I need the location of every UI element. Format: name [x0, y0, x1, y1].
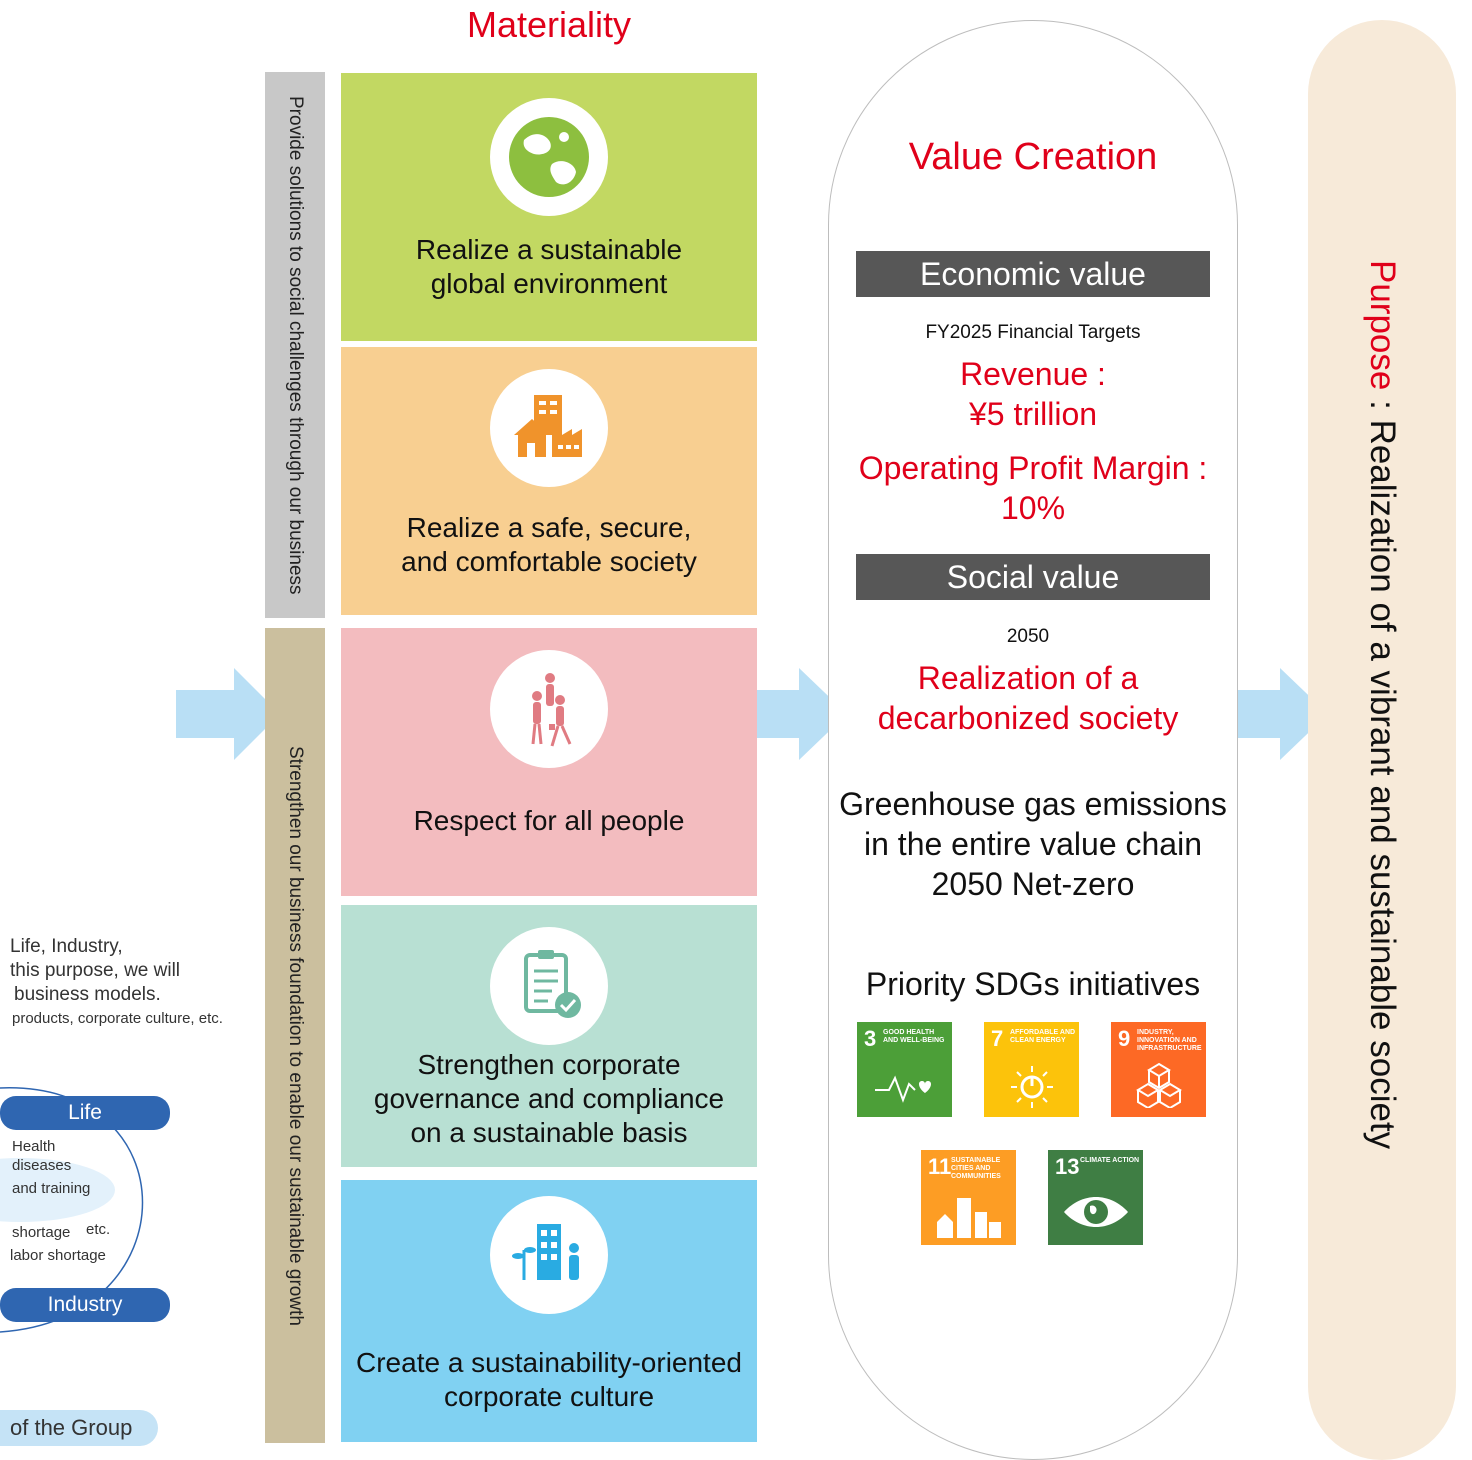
materiality-label: Realize a safe, secure,: [406, 512, 692, 543]
sdg-label: CLIMATE ACTION: [1080, 1157, 1140, 1164]
sdg-11-tile: 11 SUSTAINABLE CITIES AND COMMUNITIES: [921, 1150, 1016, 1245]
social-value-header: Social value: [856, 554, 1210, 600]
materiality-label: governance and compliance: [373, 1083, 725, 1114]
value-creation-title: Value Creation: [908, 136, 1158, 178]
sdg-label: AFFORDABLE AND CLEAN ENERGY: [1010, 1029, 1076, 1044]
left-small-text: products, corporate culture, etc.: [12, 1010, 223, 1027]
life-item: and training: [12, 1180, 91, 1197]
sdg-label: GOOD HEALTH AND WELL-BEING: [883, 1029, 945, 1044]
revenue-value: ¥5 trillion: [968, 396, 1098, 432]
sdg-label: INDUSTRY, INNOVATION AND INFRASTRUCTURE: [1137, 1029, 1202, 1052]
materiality-item: Strengthen corporate governance and comp…: [341, 905, 757, 1167]
materiality-label: Respect for all people: [413, 805, 685, 836]
arrow-right-icon: [176, 668, 280, 760]
purpose-separator: :: [1363, 390, 1402, 420]
checklist-icon: [490, 927, 608, 1045]
ghg-line: 2050 Net-zero: [931, 866, 1135, 902]
life-item: etc.: [86, 1221, 111, 1238]
life-item: labor shortage: [10, 1247, 106, 1264]
sdg-number: 13: [1055, 1154, 1080, 1179]
materiality-label: global environment: [430, 268, 668, 299]
decarb-line: decarbonized society: [877, 700, 1179, 736]
materiality-item: Create a sustainability-oriented corpora…: [341, 1180, 757, 1442]
life-item: Health: [12, 1138, 56, 1155]
sdg-title: Priority SDGs initiatives: [865, 966, 1201, 1002]
left-text-line: business models.: [14, 984, 161, 1005]
year-label: 2050: [1006, 626, 1050, 647]
margin-value: 10%: [1000, 490, 1066, 526]
value-creation-panel: [828, 20, 1238, 1460]
globe-icon: [490, 98, 608, 216]
arrow-right-icon: [1218, 668, 1328, 760]
sdg-number: 9: [1118, 1026, 1131, 1051]
decarbonization-goal: Realization of a decarbonized society: [828, 658, 1228, 738]
materiality-label: Strengthen corporate: [417, 1049, 681, 1080]
margin-label: Operating Profit Margin :: [858, 450, 1208, 486]
life-item: shortage: [12, 1224, 71, 1241]
revenue-target: Revenue : ¥5 trillion: [828, 354, 1238, 434]
economic-value-header: Economic value: [856, 251, 1210, 297]
materiality-label: Realize a sustainable: [415, 234, 683, 265]
materiality-label: Create a sustainability-oriented: [356, 1347, 742, 1378]
group-label: of the Group: [0, 1410, 158, 1446]
left-text-line: this purpose, we will: [10, 960, 181, 981]
building-plant-icon: [490, 1196, 608, 1314]
pill-life: Life: [0, 1096, 170, 1130]
materiality-item: Realize a sustainable global environment: [341, 73, 757, 341]
arrow-right-icon: [739, 668, 847, 760]
category-bar-bottom: Strengthen our business foundation to en…: [265, 628, 325, 1443]
sdg-9-tile: 9 INDUSTRY, INNOVATION AND INFRASTRUCTUR…: [1111, 1022, 1206, 1117]
margin-target: Operating Profit Margin : 10%: [828, 448, 1238, 528]
house-factory-icon: [490, 369, 608, 487]
sdg-13-tile: 13 CLIMATE ACTION: [1048, 1150, 1143, 1245]
materiality-item: Respect for all people: [341, 628, 757, 896]
sdg-3-tile: 3 GOOD HEALTH AND WELL-BEING: [857, 1022, 952, 1117]
materiality-title: Materiality: [466, 4, 632, 45]
materiality-label: and comfortable society: [401, 546, 697, 577]
city-icon: [937, 1198, 1001, 1238]
cubes-icon: [1136, 1062, 1182, 1108]
category-label: Provide solutions to social challenges t…: [285, 95, 306, 595]
purpose-panel: Purpose : Realization of a vibrant and s…: [1308, 20, 1456, 1460]
sdg-label: SUSTAINABLE CITIES AND COMMUNITIES: [951, 1157, 1001, 1180]
pill-industry: Industry: [0, 1288, 170, 1322]
sdg-number: 3: [864, 1026, 877, 1051]
sdg-number: 7: [991, 1026, 1004, 1051]
decarb-line: Realization of a: [917, 660, 1139, 696]
materiality-label: corporate culture: [443, 1381, 655, 1412]
eye-globe-icon: [1064, 1197, 1128, 1227]
left-text-line: Life, Industry,: [10, 936, 123, 957]
sdg-number: 11: [928, 1154, 952, 1179]
heartbeat-icon: [875, 1075, 931, 1103]
ghg-goal: Greenhouse gas emissions in the entire v…: [828, 784, 1238, 904]
ghg-line: in the entire value chain: [864, 826, 1202, 862]
revenue-label: Revenue :: [960, 356, 1106, 392]
category-bar-top: Provide solutions to social challenges t…: [265, 72, 325, 618]
sun-power-icon: [1011, 1066, 1053, 1108]
sdg-7-tile: 7 AFFORDABLE AND CLEAN ENERGY: [984, 1022, 1079, 1117]
materiality-item: Realize a safe, secure, and comfortable …: [341, 347, 757, 615]
life-item: diseases: [12, 1157, 72, 1174]
purpose-text: Realization of a vibrant and sustainable…: [1363, 419, 1402, 1150]
materiality-label: on a sustainable basis: [410, 1117, 688, 1148]
fy-targets-label: FY2025 Financial Targets: [925, 322, 1141, 343]
ghg-line: Greenhouse gas emissions: [839, 786, 1227, 822]
category-label: Strengthen our business foundation to en…: [285, 745, 306, 1326]
people-icon: [490, 650, 608, 768]
purpose-label: Purpose: [1363, 260, 1402, 391]
